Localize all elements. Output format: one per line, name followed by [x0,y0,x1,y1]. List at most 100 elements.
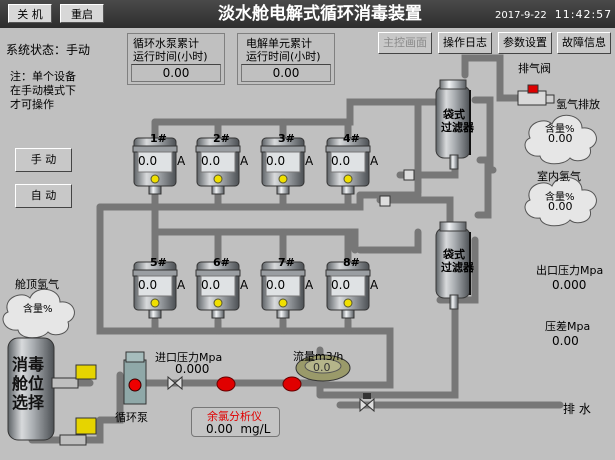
chlorine-unit: mg/L [240,422,271,436]
outlet-pressure-value: 0.000 [552,278,587,292]
electrolysis-unit-current: 0.0 [138,154,158,168]
electrolysis-unit-name: 7# [278,256,295,269]
electrolysis-unit-band [325,269,371,277]
disinfection-tank [7,337,55,441]
electrolysis-unit-status-light [213,174,223,184]
small-valve-right [379,169,415,207]
mode-note: 注：单个设备 在手动模式下 才可操作 [10,70,76,112]
electrolysis-unit-band [260,269,306,277]
flow-value: 0.0 [313,361,331,374]
electrolysis-unit-current: 0.0 [331,278,351,292]
electrolysis-unit-current: 0.0 [331,154,351,168]
electrolysis-runtime-value: 0.00 [241,64,331,82]
electrolysis-unit-display [200,275,236,297]
drain-valve[interactable] [359,393,375,413]
tank-valve-upper[interactable] [51,364,97,389]
electrolysis-unit-name: 8# [343,256,360,269]
electrolysis-unit-unit: A [305,154,314,168]
flowmeter [295,354,351,382]
hydrogen-exhaust-content-value: 0.00 [548,132,573,145]
electrolysis-unit-current: 0.0 [266,278,286,292]
nav-log-button[interactable]: 操作日志 [438,32,492,54]
hydrogen-exhaust-content-label: 含量% [545,124,575,135]
electrolysis-unit-current: 0.0 [201,278,221,292]
pressure-diff-value: 0.00 [552,334,579,348]
filter-label-line: 过滤器 [441,261,474,274]
tank-label-line: 选择 [12,393,45,412]
indoor-hydrogen-content-value: 0.00 [548,200,573,213]
electrolysis-unit-current: 0.0 [201,154,221,168]
nav-fault-button[interactable]: 故障信息 [557,32,611,54]
manual-mode-button[interactable]: 手 动 [15,148,72,172]
electrolysis-unit-unit: A [177,278,186,292]
pressure-diff-label: 压差Mpa [545,320,591,333]
tank-label: 消毒 舱位 选择 [12,355,44,412]
electrolysis-unit-unit: A [177,154,186,168]
electrolysis-runtime-label-1: 电解单元累计 [246,37,312,50]
filter-upper-label: 袋式过滤器 [441,108,474,134]
restart-button[interactable]: 重启 [60,4,104,23]
pump-runtime-panel: 循环水泵累计 运行时间(小时) 0.00 [127,33,225,85]
system-status: 系统状态：手动 [6,41,90,58]
filter-lower-label: 袋式过滤器 [441,248,474,274]
cabin-hydrogen-content-label: 含量% [23,304,53,315]
nav-params-button[interactable]: 参数设置 [498,32,552,54]
cabin-hydrogen-label: 舱顶氢气 [15,278,59,291]
shutdown-button[interactable]: 关 机 [8,4,52,23]
electrolysis-runtime-panel: 电解单元累计 运行时间(小时) 0.00 [237,33,335,85]
date-text: 2017-9-22 [495,10,547,21]
electrolysis-unit-status-light [150,298,160,308]
chlorine-analyzer-reading: 0.00 mg/L [206,422,270,436]
electrolysis-unit-name: 3# [278,132,295,145]
inlet-pressure-label: 进口压力Mpa [155,351,223,364]
electrolysis-unit-base [148,309,162,319]
electrolysis-unit-base [211,185,225,195]
hydrogen-exhaust-label: 氢气排放 [556,98,600,111]
pump-runtime-label-1: 循环水泵累计 [133,37,199,50]
pump-runtime-label-2: 运行时间(小时) [133,50,208,63]
pump-runtime-value: 0.00 [131,64,221,82]
electrolysis-unit-display [265,275,301,297]
tank-label-line: 舱位 [12,374,45,393]
electrolysis-unit [132,137,178,195]
note-line: 注：单个设备 [10,70,76,83]
vent-valve-label: 排气阀 [518,62,551,75]
vent-valve[interactable] [517,84,555,106]
electrolysis-unit-unit: A [370,278,379,292]
electrolysis-unit-unit: A [240,154,249,168]
electrolysis-unit-status-light [213,298,223,308]
note-line: 在手动模式下 [10,84,76,97]
electrolysis-unit [260,261,306,319]
chlorine-value: 0.00 [206,422,233,436]
circulation-pump[interactable] [123,351,147,405]
indoor-hydrogen-cloud [524,176,597,227]
drain-label: 排 水 [563,402,591,416]
system-status-value: 手动 [66,43,91,57]
electrolysis-unit [325,261,371,319]
pump-label: 循环泵 [115,411,148,424]
electrolysis-unit-status-light [343,174,353,184]
tank-label-line: 消毒 [12,355,45,374]
chlorine-analyzer-label: 余氯分析仪 [207,410,262,423]
cabin-hydrogen-cloud [2,288,75,339]
electrolysis-unit [260,137,306,195]
nav-main-button[interactable]: 主控画面 [378,32,432,54]
auto-mode-button[interactable]: 自 动 [15,184,72,208]
electrolysis-unit-name: 4# [343,132,360,145]
electrolysis-unit-band [195,269,241,277]
electrolysis-unit [195,261,241,319]
electrolysis-unit-display [330,275,366,297]
electrolysis-unit-display [137,275,173,297]
electrolysis-unit-current: 0.0 [138,278,158,292]
electrolysis-unit-band [260,145,306,153]
electrolysis-runtime-label-2: 运行时间(小时) [246,50,321,63]
electrolysis-unit-band [325,145,371,153]
pump-check-valve[interactable] [167,375,183,391]
electrolysis-unit-display [200,151,236,173]
electrolysis-unit [195,137,241,195]
tank-valve-lower[interactable] [59,417,97,446]
electrolysis-unit-base [211,309,225,319]
electrolysis-unit-base [341,309,355,319]
